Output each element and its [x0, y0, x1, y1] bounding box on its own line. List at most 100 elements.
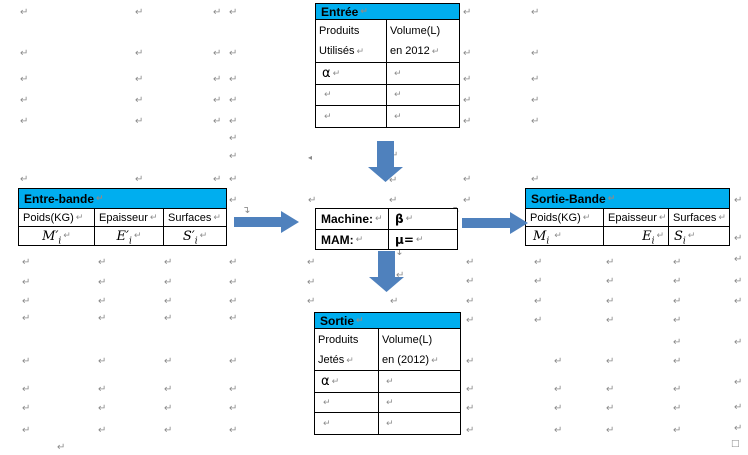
pilcrow-mark-icon: ↵ — [307, 257, 316, 268]
pilcrow-mark-icon: ↵ — [673, 425, 682, 436]
pilcrow-mark-icon: ↵ — [734, 423, 743, 434]
sortie-cell-empty[interactable]: ↵ — [378, 413, 460, 434]
sortie-bande-title-row[interactable]: Sortie-Bande↵ — [526, 189, 729, 208]
arrow-right-entre-bande-to-machine[interactable] — [234, 211, 299, 233]
sortie-bande-val3[interactable]: Si↵ — [668, 227, 729, 245]
header-line: Produits — [318, 334, 359, 346]
sortie-bande-val2[interactable]: Ei↵ — [603, 227, 668, 245]
pilcrow-mark-icon: ↵ — [213, 7, 222, 18]
sortie-col1-header[interactable]: Produits Jetés↵ — [315, 329, 378, 370]
pilcrow-icon: ↵ — [323, 397, 331, 408]
entree-cell-empty[interactable]: ↵ — [386, 63, 459, 84]
sortie-title-row[interactable]: Sortie↵ — [315, 313, 460, 328]
pilcrow-mark-icon: ↵ — [531, 7, 540, 18]
pilcrow-mark-icon: ↵ — [554, 356, 563, 367]
pilcrow-mark-icon: ↵ — [164, 384, 173, 395]
arrow-down-entree-to-machine[interactable] — [368, 141, 403, 182]
entre-bande-title-row[interactable]: Entre-bande↵ — [19, 189, 226, 208]
pilcrow-mark-icon: ↵ — [229, 403, 238, 414]
arrowhead-mark-icon: ◂ — [308, 153, 313, 162]
pilcrow-icon: ↵ — [431, 47, 440, 57]
sortie-bande-table: Sortie-Bande↵ Poids(KG)↵ Epaisseur↵ Surf… — [525, 188, 730, 246]
entree-title: Entrée — [321, 4, 359, 19]
sortie-bande-val1[interactable]: Mi↵ — [533, 228, 562, 246]
header-line: Jetés↵ — [318, 354, 354, 366]
sortie-col2-header[interactable]: Volume(L) en (2012)↵ — [378, 329, 460, 370]
sortie-cell-empty[interactable]: ↵ — [315, 393, 378, 412]
pilcrow-mark-icon: ↵ — [734, 276, 743, 287]
pilcrow-mark-icon: ↵ — [229, 384, 238, 395]
sortie-bande-title: Sortie-Bande — [531, 191, 606, 206]
sortie-cell-empty[interactable]: ↵ — [315, 413, 378, 434]
pilcrow-mark-icon: ↵ — [606, 425, 615, 436]
pilcrow-mark-icon: ↵ — [98, 356, 107, 367]
pilcrow-icon: ↵ — [431, 356, 439, 366]
pilcrow-mark-icon: ↵ — [606, 315, 615, 326]
pilcrow-mark-icon: ↵ — [531, 116, 540, 127]
machine-label-cell[interactable]: Machine:↵ — [321, 212, 383, 226]
pilcrow-mark-icon: ↵ — [20, 48, 29, 59]
sortie-bande-col3-header[interactable]: Surfaces↵ — [668, 209, 729, 226]
pilcrow-mark-icon: ↵ — [22, 313, 31, 324]
entre-bande-col1-header[interactable]: Poids(KG)↵ — [23, 211, 84, 224]
pilcrow-mark-icon: ↵ — [606, 257, 615, 268]
pilcrow-icon: ↵ — [658, 212, 667, 223]
pilcrow-mark-icon: ↵ — [229, 74, 238, 85]
pilcrow-icon: ↵ — [133, 231, 142, 241]
pilcrow-icon: ↵ — [346, 356, 354, 366]
pilcrow-mark-icon: ↵ — [22, 277, 31, 288]
entre-bande-val2[interactable]: E′i↵ — [94, 227, 163, 245]
mam-label-cell[interactable]: MAM:↵ — [321, 232, 364, 247]
hook-mark-icon: ↴ — [242, 205, 251, 216]
entre-bande-val3[interactable]: S′i↵ — [163, 227, 226, 245]
header-line: Produits — [319, 25, 360, 37]
pilcrow-icon: ↵ — [656, 231, 664, 241]
sortie-cell-empty[interactable]: ↵ — [378, 393, 460, 412]
sortie-cell-empty[interactable]: ↵ — [378, 371, 460, 392]
pilcrow-mark-icon: ↵ — [229, 277, 238, 288]
pilcrow-mark-icon: ↵ — [554, 403, 563, 414]
sortie-bande-col2-header[interactable]: Epaisseur↵ — [603, 209, 668, 226]
machine-value-cell[interactable]: β↵ — [388, 209, 457, 229]
pilcrow-mark-icon: ↵ — [673, 384, 682, 395]
sortie-cell-alpha[interactable]: α↵ — [321, 374, 340, 389]
entree-cell-empty[interactable]: ↵ — [316, 85, 386, 105]
pilcrow-icon: ↵ — [386, 376, 394, 387]
pilcrow-mark-icon: ↵ — [463, 7, 472, 18]
pilcrow-mark-icon: ↵ — [57, 442, 66, 453]
arrow-down-machine-to-sortie[interactable] — [369, 251, 404, 292]
entree-col1-header[interactable]: Produits Utilisés↵ — [316, 20, 386, 62]
pilcrow-icon: ↵ — [394, 68, 402, 79]
pilcrow-mark-icon: ↵ — [229, 95, 238, 106]
pilcrow-icon: ↵ — [718, 212, 726, 223]
pilcrow-mark-icon: ↵ — [213, 74, 222, 85]
pilcrow-icon: ↵ — [199, 231, 208, 241]
pilcrow-mark-icon: ↵ — [606, 384, 615, 395]
pilcrow-mark-icon: ↵ — [22, 403, 31, 414]
entree-cell-empty[interactable]: ↵ — [386, 85, 459, 105]
sortie-bande-col1-header[interactable]: Poids(KG)↵ — [530, 211, 591, 224]
entre-bande-col3-header[interactable]: Surfaces↵ — [163, 209, 226, 226]
entree-cell-empty[interactable]: ↵ — [386, 106, 459, 127]
entree-col2-header[interactable]: Volume(L) en 2012↵ — [386, 20, 459, 62]
arrow-right-machine-to-sortie-bande[interactable] — [462, 212, 528, 234]
pilcrow-mark-icon: ↵ — [164, 425, 173, 436]
pilcrow-mark-icon: ↵ — [534, 315, 543, 326]
pilcrow-mark-icon: ↵ — [229, 195, 238, 206]
entre-bande-val1[interactable]: M′i↵ — [42, 228, 71, 246]
pilcrow-icon: ↵ — [213, 212, 221, 223]
pilcrow-mark-icon: ↵ — [463, 74, 472, 85]
entre-bande-col2-header[interactable]: Epaisseur↵ — [94, 209, 163, 226]
pilcrow-icon: ↵ — [386, 418, 394, 429]
pilcrow-mark-icon: ↵ — [213, 174, 222, 185]
pilcrow-icon: ↵ — [360, 6, 368, 17]
pilcrow-mark-icon: ↵ — [390, 296, 399, 307]
pilcrow-mark-icon: ↵ — [466, 276, 475, 287]
entree-cell-alpha[interactable]: α↵ — [322, 66, 341, 81]
mam-value-cell[interactable]: μ=↵ — [388, 230, 457, 249]
pilcrow-mark-icon: ↵ — [229, 296, 238, 307]
entree-cell-empty[interactable]: ↵ — [316, 106, 386, 127]
entree-title-row[interactable]: Entrée↵ — [316, 4, 459, 19]
pilcrow-mark-icon: ↵ — [20, 174, 29, 185]
